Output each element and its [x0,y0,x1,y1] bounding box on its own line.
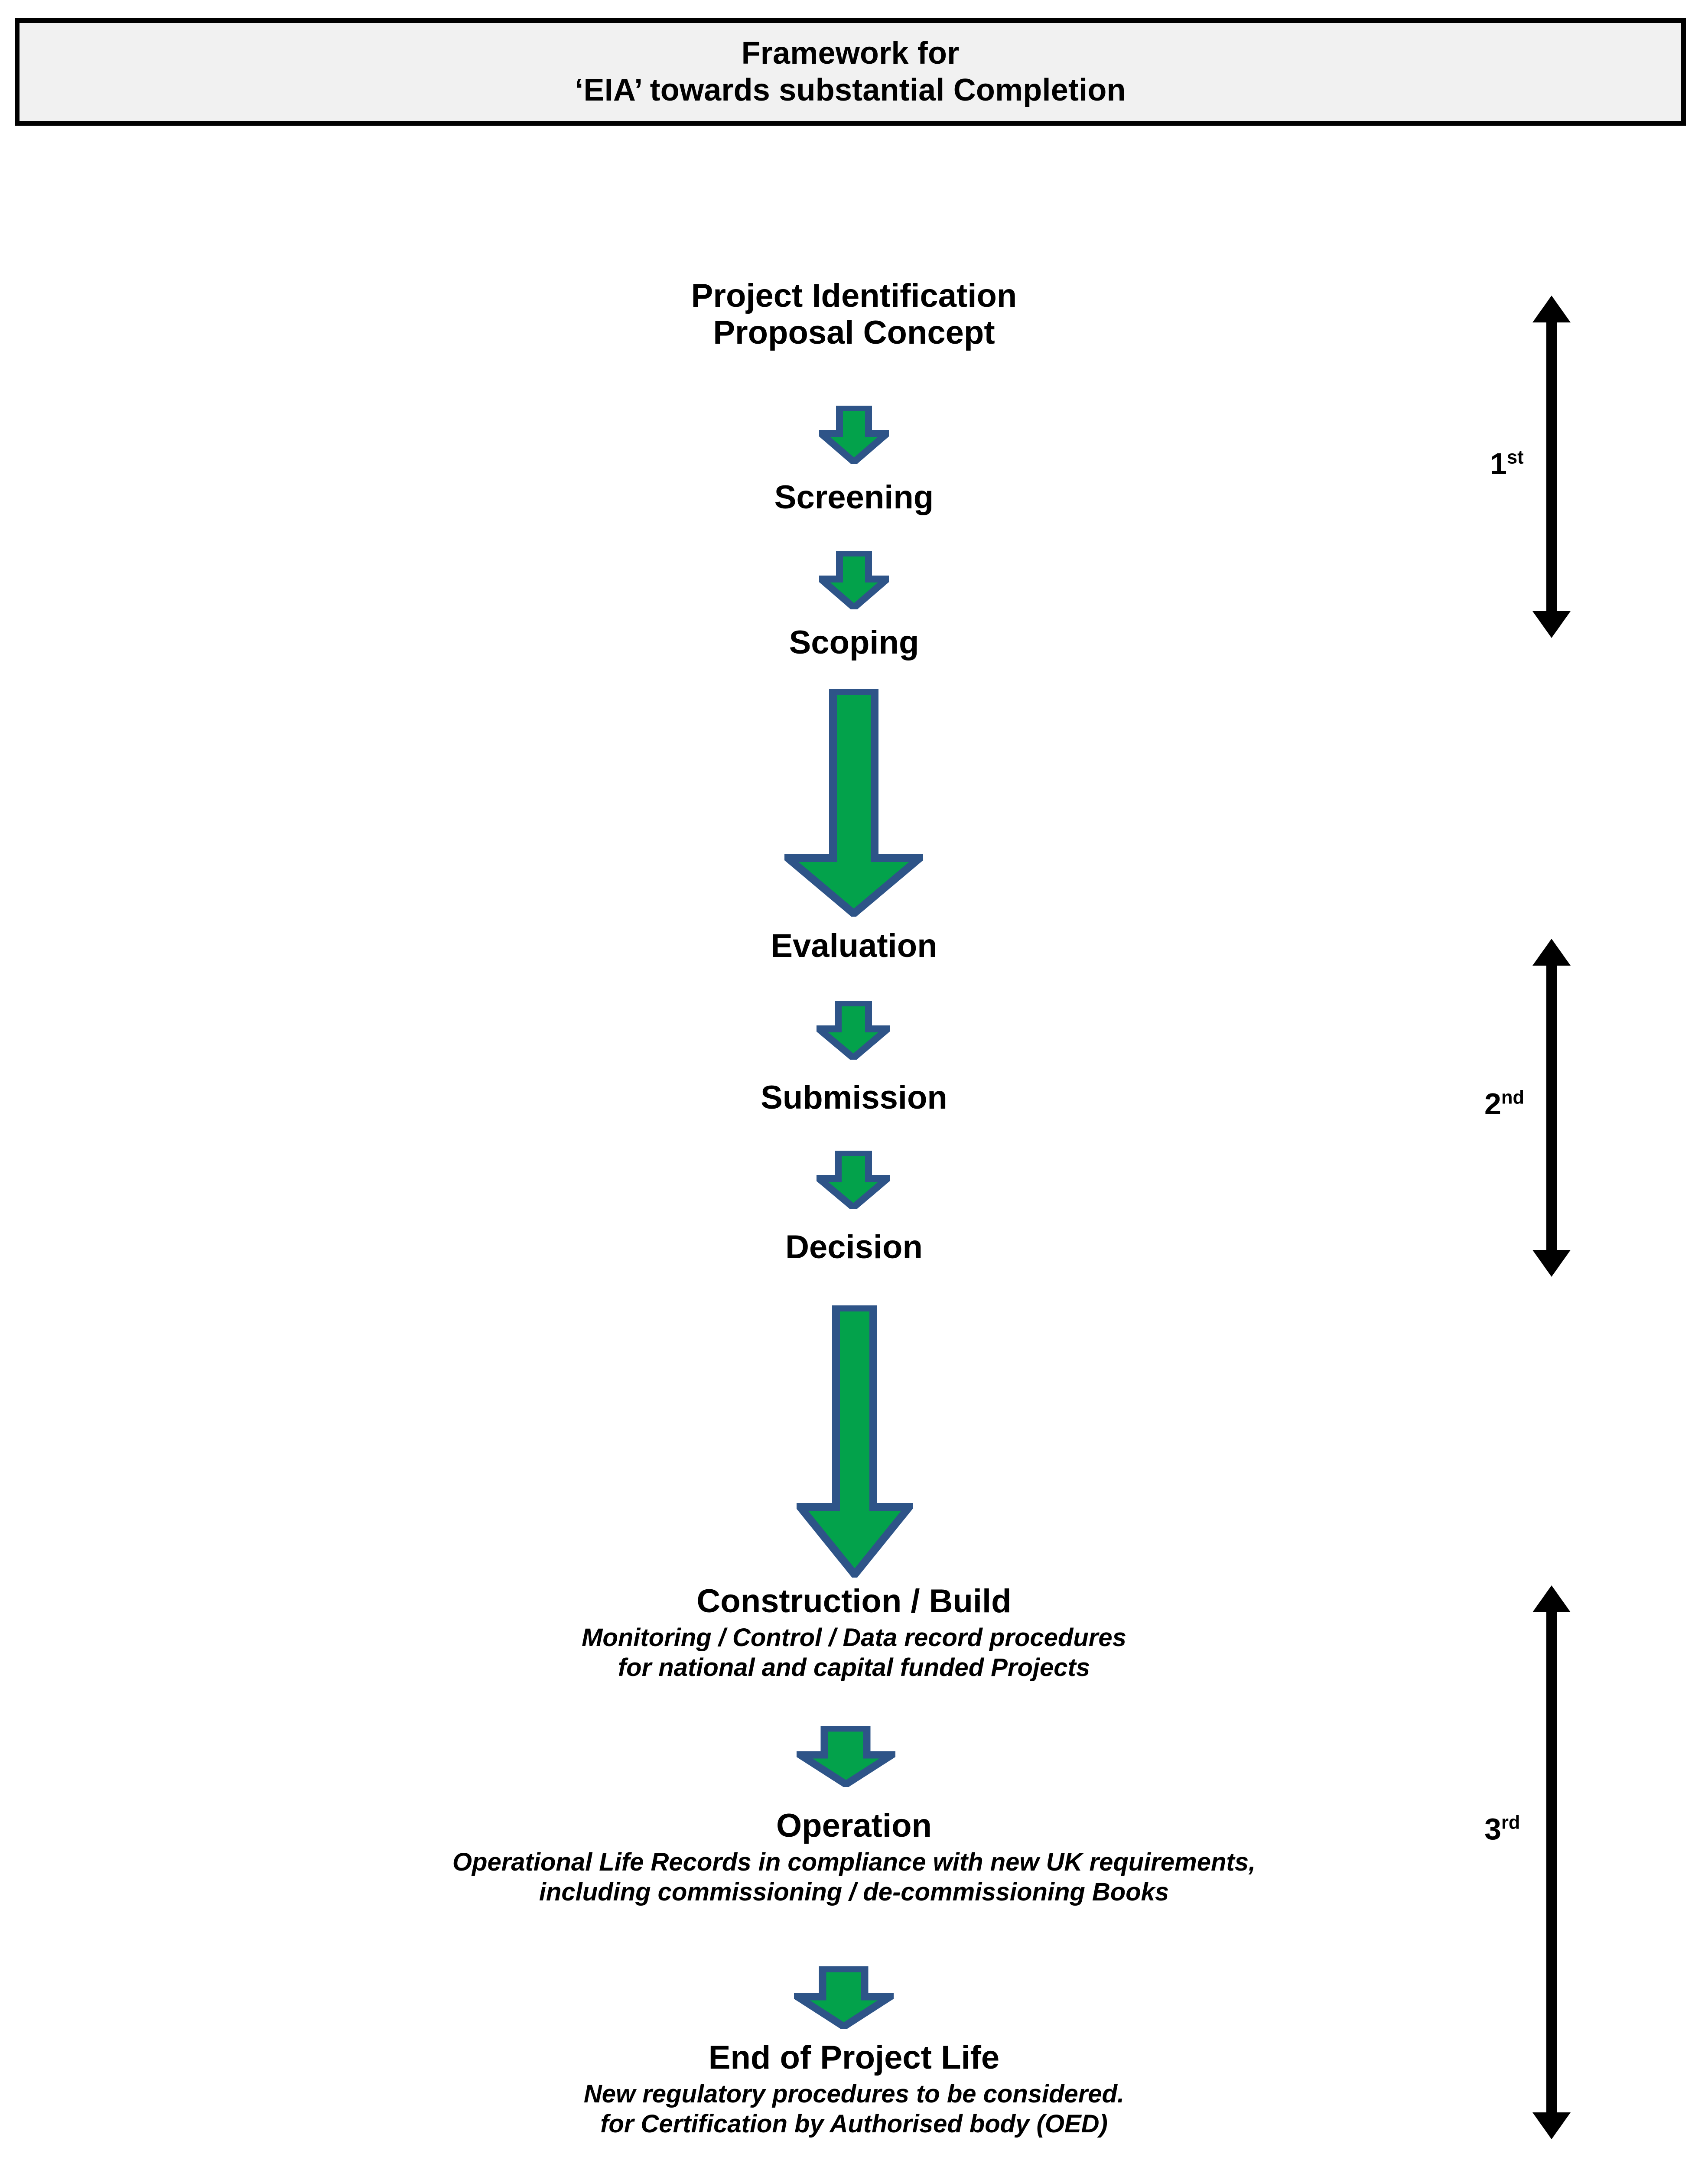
phase-bracket-3 [1526,1585,1578,2139]
phase-number: 2 [1484,1087,1501,1121]
arrow-operation-to-end-of-life [794,1966,894,2029]
flow-node-evaluation: Evaluation [0,927,1708,964]
flow-node-end-of-project-life: End of Project Life New regulatory proce… [0,2039,1708,2139]
flow-node-decision: Decision [0,1229,1708,1266]
flow-node-subtext-line-2: including commissioning / de-commissioni… [539,1877,1169,1906]
flow-node-subtext-line-1: Monitoring / Control / Data record proce… [582,1624,1126,1652]
flow-node-subtext-line-1: New regulatory procedures to be consider… [583,2080,1125,2108]
phase-label-1: 1st [1490,447,1524,481]
arrow-decision-to-construction [797,1305,913,1578]
flow-node-heading: Submission [761,1079,947,1116]
arrow-screening-to-scoping [819,551,889,609]
flow-node-screening: Screening [0,479,1708,516]
title-line-1: Framework for [741,36,960,71]
phase-ordinal-suffix: rd [1501,1812,1520,1833]
figure-title-box: Framework for ‘EIA’ towards substantial … [15,18,1686,126]
flow-node-heading: Decision [785,1229,923,1266]
flow-node-heading: End of Project Life [708,2039,1000,2076]
phase-label-2: 2nd [1484,1087,1524,1121]
flow-node-heading: Scoping [789,624,919,661]
flow-node-heading: Evaluation [771,927,937,964]
phase-ordinal-suffix: st [1506,447,1524,468]
flow-node-heading: Screening [774,479,934,516]
flow-node-subtext-line-2: for Certification by Authorised body (OE… [600,2109,1108,2138]
phase-bracket-2 [1526,939,1578,1277]
title-line-2: ‘EIA’ towards substantial Completion [575,73,1126,107]
phase-number: 1 [1490,447,1507,481]
arrow-evaluation-to-submission [817,1001,890,1060]
flow-node-heading: Operation [776,1807,932,1844]
flow-node-subtext-line-2: for national and capital funded Projects [618,1653,1090,1682]
arrow-construction-to-operation [797,1726,895,1787]
flow-node-operation: Operation Operational Life Records in co… [0,1807,1708,1907]
flow-node-subtext-line-1: Operational Life Records in compliance w… [452,1848,1256,1877]
flow-node-heading-second-line: Proposal Concept [713,314,995,351]
phase-number: 3 [1484,1812,1501,1846]
flow-node-project-identification: Project Identification Proposal Concept [0,277,1708,351]
flow-node-heading: Project Identification [691,277,1017,314]
flow-node-heading: Construction / Build [696,1583,1012,1620]
arrow-submission-to-decision [817,1151,890,1209]
flow-node-construction-build: Construction / Build Monitoring / Contro… [0,1583,1708,1682]
arrow-identification-to-screening [819,406,889,464]
phase-label-3: 3rd [1484,1812,1520,1846]
arrow-scoping-to-evaluation [784,689,923,917]
flow-node-submission: Submission [0,1079,1708,1116]
phase-ordinal-suffix: nd [1501,1087,1524,1108]
flow-node-scoping: Scoping [0,624,1708,661]
phase-bracket-1 [1526,296,1578,638]
